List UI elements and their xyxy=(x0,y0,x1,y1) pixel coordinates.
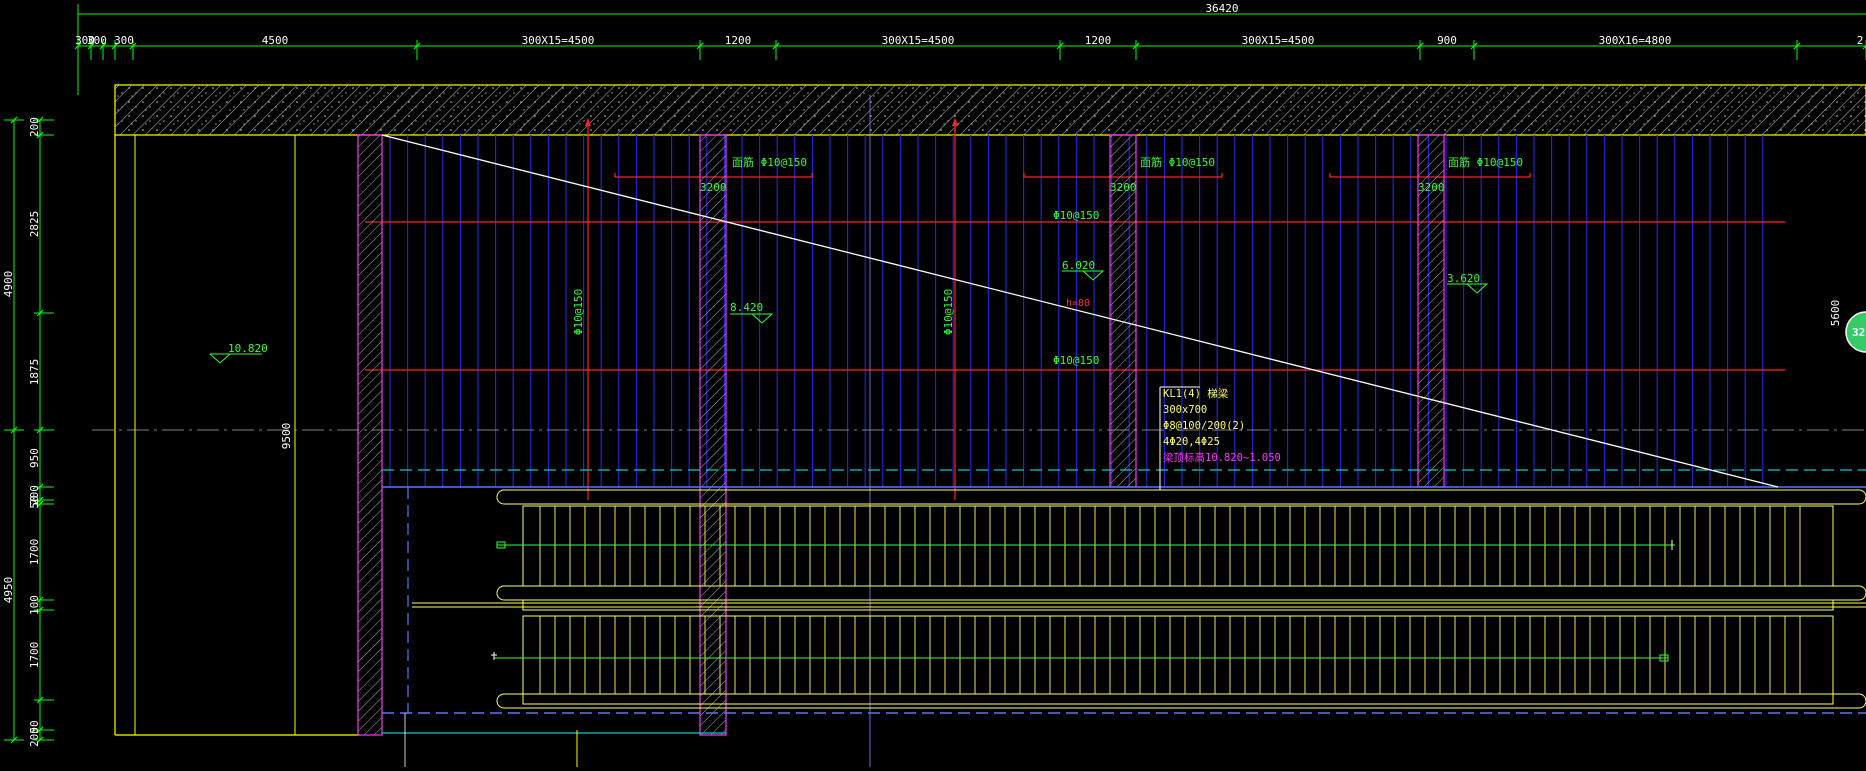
beam-note-line-4: 4Φ20,4Φ25 xyxy=(1163,436,1220,448)
top-dim-label: 4500 xyxy=(262,34,289,47)
axis-bubble-label: 32 xyxy=(1852,326,1865,339)
elevation-marker-4: 3.620 xyxy=(1447,272,1489,294)
beam-note-line-2: 300x700 xyxy=(1163,404,1207,416)
vertical-rebar-set xyxy=(389,135,1764,487)
left-outer-dim-2: 4950 xyxy=(2,577,15,604)
horizontal-rebar-label-1: Φ10@150 xyxy=(1053,209,1099,222)
left-dim-label: 200 xyxy=(28,485,41,505)
vertical-rebar-label-1: Φ10@150 xyxy=(572,289,585,335)
beam-note-line-3: Φ8@100/200(2) xyxy=(1163,420,1245,432)
horizontal-rebar-label-2: Φ10@150 xyxy=(1053,354,1099,367)
beam-note-line-1: KL1(4) 梯梁 xyxy=(1163,387,1229,400)
top-dim-label: 300X16=4800 xyxy=(1599,34,1672,47)
left-dim-label: 1875 xyxy=(28,359,41,386)
left-dim-label: 2825 xyxy=(28,211,41,238)
top-dim-label: 1200 xyxy=(1085,34,1112,47)
escalator xyxy=(412,489,1866,709)
left-dim-label: 50 xyxy=(28,495,41,508)
top-dim-label: 300 xyxy=(114,34,134,47)
overall-dimension: 36420 xyxy=(1205,2,1238,15)
axis-lines xyxy=(92,95,1866,767)
vertical-rebar-label-2: Φ10@150 xyxy=(942,289,955,335)
right-dimension: 5600 xyxy=(1829,300,1842,327)
svg-text:10.820: 10.820 xyxy=(228,342,268,355)
left-dim-label: 100 xyxy=(28,595,41,615)
top-dim-label: 2 xyxy=(1857,34,1864,47)
top-dim-label: 300 xyxy=(75,34,95,47)
axis-bubble[interactable]: 32 xyxy=(1845,311,1866,353)
top-dim-label: 900 xyxy=(1437,34,1457,47)
left-dim-label: 1700 xyxy=(28,642,41,669)
slope-label: h=80 xyxy=(1066,298,1090,309)
left-dim-label: 200 xyxy=(28,117,41,137)
column-2 xyxy=(1109,134,1137,488)
elevation-markers: 10.820 8.420 6.020 3.620 xyxy=(209,259,1489,364)
span-dimension: 9500 xyxy=(280,423,293,450)
left-dimension-chain: 4900 4950 200282518759502005017001001700… xyxy=(2,116,54,747)
roof-slab xyxy=(114,84,1866,136)
top-dim-label: 300 xyxy=(87,34,107,47)
left-dim-label: 200 xyxy=(28,727,41,747)
left-dim-label: 950 xyxy=(28,448,41,468)
column-1 xyxy=(699,134,727,736)
top-dim-label: 300X15=4500 xyxy=(882,34,955,47)
svg-text:8.420: 8.420 xyxy=(730,301,763,314)
stair-slope-line: h=80 xyxy=(381,134,1779,488)
rebar-annotations: 面筋 Φ10@150 面筋 Φ10@150 面筋 Φ10@150 3200 32… xyxy=(280,155,1842,449)
top-rebar-dim-1: 3200 xyxy=(700,181,727,194)
left-dim-label: 50 xyxy=(28,720,41,733)
left-dim-label: 1700 xyxy=(28,539,41,566)
elevation-marker-1: 10.820 xyxy=(209,342,268,364)
top-rebar-dim-3: 3200 xyxy=(1418,181,1445,194)
top-rebar-label-3: 面筋 Φ10@150 xyxy=(1448,155,1523,169)
svg-text:3.620: 3.620 xyxy=(1447,272,1480,285)
top-dim-label: 300X15=4500 xyxy=(522,34,595,47)
left-outer-dim-1: 4900 xyxy=(2,271,15,298)
column-left-wall xyxy=(357,134,383,736)
beam-note-highlight: 梁顶标高10.820~1.050 xyxy=(1163,451,1281,464)
elevation-marker-3: 6.020 xyxy=(1062,259,1105,281)
elevation-marker-2: 8.420 xyxy=(730,301,774,324)
top-dim-label: 1200 xyxy=(725,34,752,47)
svg-text:6.020: 6.020 xyxy=(1062,259,1095,272)
wall-outline xyxy=(114,134,1866,736)
column-3 xyxy=(1417,134,1445,488)
top-dim-label: 300X15=4500 xyxy=(1242,34,1315,47)
top-rebar-label-1: 面筋 Φ10@150 xyxy=(732,155,807,169)
top-rebar-dim-2: 3200 xyxy=(1110,181,1137,194)
top-rebar-label-2: 面筋 Φ10@150 xyxy=(1140,155,1215,169)
beam-note: KL1(4) 梯梁 300x700 Φ8@100/200(2) 4Φ20,4Φ2… xyxy=(1159,386,1281,490)
